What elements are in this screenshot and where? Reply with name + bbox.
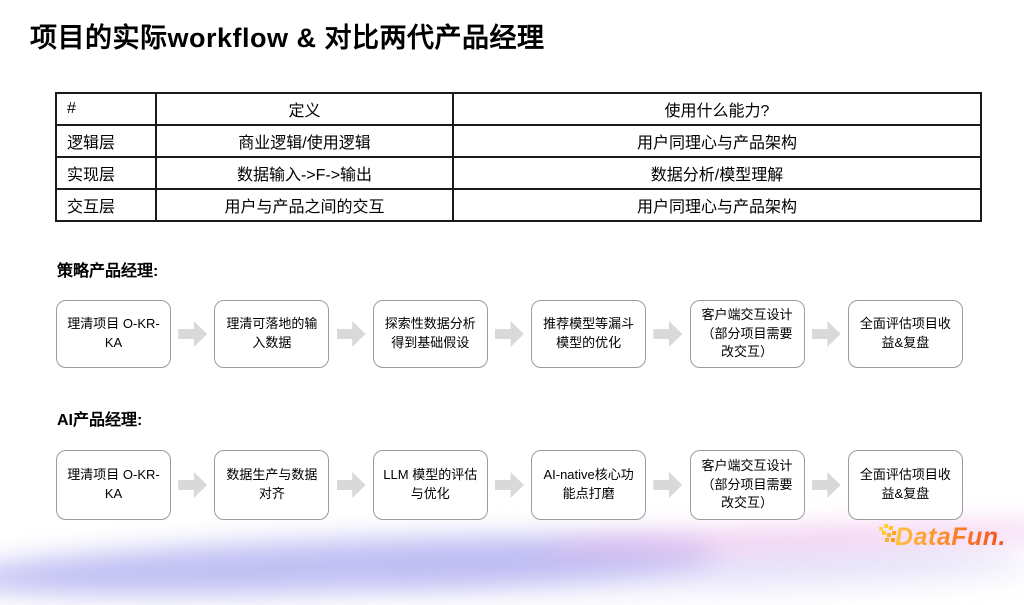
right-arrow-icon: [494, 321, 524, 347]
table-header-definition: 定义: [155, 92, 454, 126]
table-row: 实现层 数据输入->F->输出 数据分析/模型理解: [55, 156, 982, 190]
logo-text: DataFun.: [895, 523, 1006, 551]
table-row: 交互层 用户与产品之间的交互 用户同理心与产品架构: [55, 188, 982, 222]
table-cell-layer: 交互层: [55, 188, 157, 222]
flow-step: 理清项目 O-KR-KA: [56, 300, 171, 368]
right-arrow-icon: [178, 472, 208, 498]
flow-label-ai-pm: AI产品经理:: [57, 412, 143, 429]
logo-dots-icon: [879, 527, 884, 531]
table-cell-layer: 实现层: [55, 156, 157, 190]
flow-step: 数据生产与数据对齐: [214, 450, 330, 520]
flow-step: 推荐模型等漏斗模型的优化: [531, 300, 647, 368]
table-header-row: # 定义 使用什么能力?: [55, 92, 982, 126]
table-cell-definition: 用户与产品之间的交互: [155, 188, 454, 222]
table-header-ability: 使用什么能力?: [452, 92, 982, 126]
flow-ai-pm: 理清项目 O-KR-KA 数据生产与数据对齐 LLM 模型的评估与优化 AI-n…: [56, 450, 963, 520]
flow-step: AI-native核心功能点打磨: [531, 450, 647, 520]
flow-step: 客户端交互设计（部分项目需要改交互）: [689, 300, 805, 368]
right-arrow-icon: [336, 472, 366, 498]
table-cell-definition: 商业逻辑/使用逻辑: [155, 124, 454, 158]
flow-label-strategy-pm: 策略产品经理:: [57, 263, 159, 280]
right-arrow-icon: [653, 321, 683, 347]
flow-step: 理清可落地的输入数据: [214, 300, 330, 368]
page-title: 项目的实际workflow & 对比两代产品经理: [30, 23, 545, 53]
table-cell-layer: 逻辑层: [55, 124, 157, 158]
comparison-table: # 定义 使用什么能力? 逻辑层 商业逻辑/使用逻辑 用户同理心与产品架构 实现…: [55, 92, 982, 222]
flow-step: 全面评估项目收益&复盘: [847, 450, 963, 520]
table-cell-ability: 数据分析/模型理解: [452, 156, 982, 190]
datafun-logo: DataFun.: [879, 523, 1006, 552]
flow-step: 理清项目 O-KR-KA: [56, 450, 171, 520]
flow-step: 客户端交互设计（部分项目需要改交互）: [689, 450, 805, 520]
table-row: 逻辑层 商业逻辑/使用逻辑 用户同理心与产品架构: [55, 124, 982, 158]
table-cell-ability: 用户同理心与产品架构: [452, 124, 982, 158]
right-arrow-icon: [653, 472, 683, 498]
right-arrow-icon: [336, 321, 366, 347]
right-arrow-icon: [811, 472, 841, 498]
table-cell-ability: 用户同理心与产品架构: [452, 188, 982, 222]
table-cell-definition: 数据输入->F->输出: [155, 156, 454, 190]
right-arrow-icon: [178, 321, 208, 347]
flow-step: 探索性数据分析 得到基础假设: [372, 300, 488, 368]
decorative-wave-purple: [0, 526, 721, 605]
flow-step: 全面评估项目收益&复盘: [847, 300, 963, 368]
flow-step: LLM 模型的评估与优化: [372, 450, 488, 520]
table-header-id: #: [55, 92, 157, 126]
right-arrow-icon: [494, 472, 524, 498]
right-arrow-icon: [811, 321, 841, 347]
flow-strategy-pm: 理清项目 O-KR-KA 理清可落地的输入数据 探索性数据分析 得到基础假设 推…: [56, 300, 963, 368]
